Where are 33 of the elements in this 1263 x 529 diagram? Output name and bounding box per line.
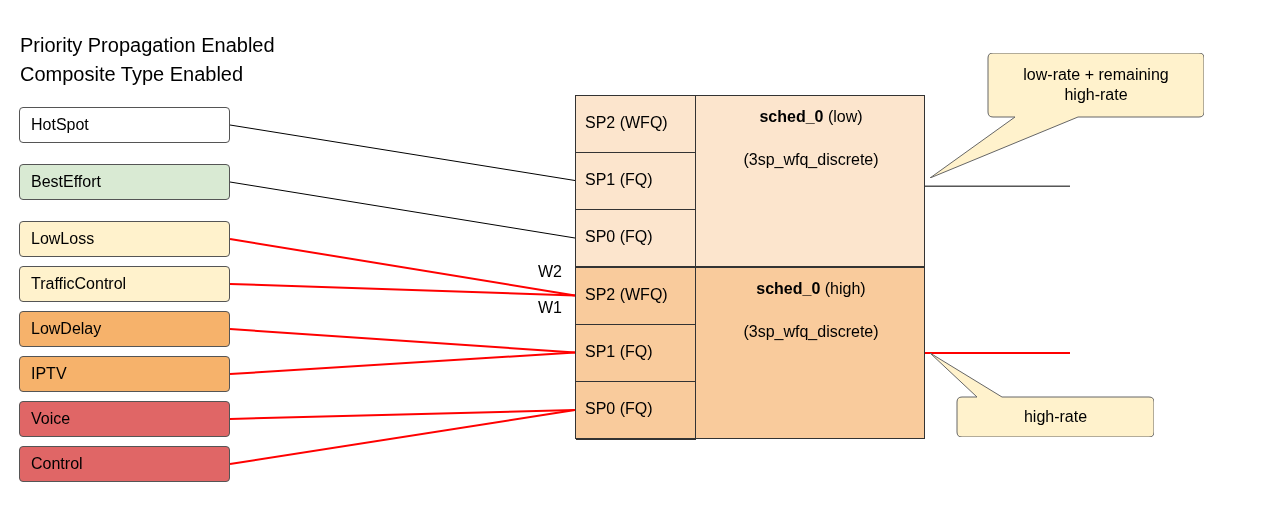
priority-cell: SP0 (FQ) bbox=[576, 382, 696, 440]
queue-box: BestEffort bbox=[19, 164, 230, 200]
queue-box: IPTV bbox=[19, 356, 230, 392]
connector-line bbox=[229, 409, 576, 465]
queue-box: TrafficControl bbox=[19, 266, 230, 302]
priority-cell: SP2 (WFQ) bbox=[576, 268, 696, 325]
queue-box: LowLoss bbox=[19, 221, 230, 257]
callout-bubble: high-rate bbox=[930, 353, 1154, 437]
heading-text: Composite Type Enabled bbox=[20, 63, 244, 86]
connector-line bbox=[229, 351, 576, 375]
connector-line bbox=[229, 328, 576, 354]
queue-box: LowDelay bbox=[19, 311, 230, 347]
scheduler-text: sched_0 (low) bbox=[758, 108, 864, 126]
heading-text: Priority Propagation Enabled bbox=[20, 34, 275, 57]
weight-label: W1 bbox=[538, 299, 562, 317]
queue-box: HotSpot bbox=[19, 107, 230, 143]
queue-box: Voice bbox=[19, 401, 230, 437]
weight-label: W2 bbox=[538, 263, 562, 281]
connector-line bbox=[229, 181, 576, 239]
output-line bbox=[924, 352, 1071, 354]
scheduler-text: (3sp_wfq_discrete) bbox=[742, 323, 880, 341]
priority-cell: SP2 (WFQ) bbox=[576, 96, 696, 153]
priority-cell: SP1 (FQ) bbox=[576, 325, 696, 382]
scheduler-block bbox=[575, 95, 925, 267]
scheduler-text: sched_0 (high) bbox=[755, 280, 867, 298]
scheduler-block bbox=[575, 267, 925, 439]
connector-line bbox=[229, 283, 576, 297]
connector-line bbox=[229, 124, 576, 181]
priority-cell: SP1 (FQ) bbox=[576, 153, 696, 210]
queue-box: Control bbox=[19, 446, 230, 482]
scheduler-text: (3sp_wfq_discrete) bbox=[742, 151, 880, 169]
output-line bbox=[924, 185, 1071, 187]
callout-bubble: low-rate + remaining high-rate bbox=[930, 53, 1204, 178]
